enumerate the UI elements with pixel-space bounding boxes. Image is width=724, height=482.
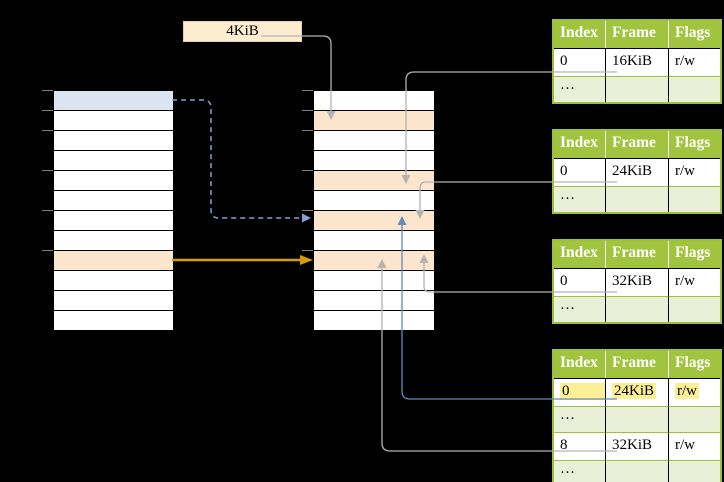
- tick-mark-left: [42, 110, 53, 111]
- table-cell: r/w: [668, 432, 720, 460]
- table-cell: 0: [554, 158, 605, 186]
- table-row: [54, 151, 173, 171]
- tick-mark-left: [42, 130, 53, 131]
- virtual-memory-table: [53, 90, 174, 331]
- header-cell-index: Index: [554, 241, 605, 268]
- ellipsis-cell: [668, 296, 720, 322]
- dashed-arrow-left-row0-to-mid-row6: [172, 99, 302, 219]
- header-cell-frame: Frame: [605, 351, 668, 378]
- table-row: [54, 311, 173, 330]
- header-cell-frame: Frame: [605, 21, 668, 48]
- tick-mark-left: [42, 170, 53, 171]
- header-cell-flags: Flags: [668, 131, 720, 158]
- table-row: [314, 91, 434, 111]
- ellipsis-cell: [668, 76, 720, 102]
- tick-mark-middle: [302, 130, 313, 131]
- ellipsis-cell: …: [554, 296, 605, 322]
- table-row: [314, 131, 434, 151]
- tick-mark-left: [42, 90, 53, 91]
- arrowhead-right-row6: [302, 213, 311, 223]
- ellipsis-cell: [605, 460, 668, 482]
- table-row: [314, 231, 434, 251]
- tick-mark-left: [42, 210, 53, 211]
- ellipsis-cell: [605, 296, 668, 322]
- table-row-blue: [54, 91, 173, 111]
- table-cell: 0: [554, 268, 605, 296]
- table-cell: 16KiB: [605, 48, 668, 76]
- table-row: [314, 191, 434, 211]
- table-row: [54, 271, 173, 291]
- table-row: [54, 291, 173, 311]
- table-cell: r/w: [668, 158, 720, 186]
- ellipsis-cell: …: [554, 186, 605, 212]
- table-cell: r/w: [668, 378, 720, 406]
- header-cell-frame: Frame: [605, 241, 668, 268]
- table-row-orange: [314, 111, 434, 131]
- header-cell-flags: Flags: [668, 241, 720, 268]
- table-row: [54, 111, 173, 131]
- ellipsis-cell: …: [554, 406, 605, 432]
- ellipsis-cell: [605, 186, 668, 212]
- highlighted-value: 24KiB: [612, 383, 657, 399]
- header-cell-flags: Flags: [668, 21, 720, 48]
- table-row-orange: [54, 251, 173, 271]
- ellipsis-cell: …: [554, 460, 605, 482]
- table-row-orange: [314, 251, 434, 271]
- tick-mark-middle: [302, 110, 313, 111]
- table-row: [54, 211, 173, 231]
- tick-mark-middle: [302, 90, 313, 91]
- table-cell: 24KiB: [605, 378, 668, 406]
- table-row: [54, 131, 173, 151]
- tick-mark-middle: [302, 250, 313, 251]
- highlighted-value: r/w: [675, 383, 699, 399]
- table-cell: 0: [554, 378, 605, 406]
- header-cell-index: Index: [554, 351, 605, 378]
- table-cell: 32KiB: [605, 432, 668, 460]
- header-cell-index: Index: [554, 131, 605, 158]
- table-row: [54, 231, 173, 251]
- tick-mark-middle: [302, 170, 313, 171]
- table-row: [314, 271, 434, 291]
- table-row: [314, 291, 434, 311]
- table-row: [314, 151, 434, 171]
- ellipsis-cell: …: [554, 76, 605, 102]
- highlighted-value: 0: [560, 383, 605, 400]
- table-row-orange: [314, 211, 434, 231]
- ellipsis-cell: [668, 186, 720, 212]
- page-directory-table: [313, 90, 435, 331]
- table-row: [314, 311, 434, 330]
- ellipsis-cell: [605, 406, 668, 432]
- table-row-orange: [314, 171, 434, 191]
- table-cell: r/w: [668, 268, 720, 296]
- header-cell-index: Index: [554, 21, 605, 48]
- header-cell-frame: Frame: [605, 131, 668, 158]
- arrowhead-right-row8: [300, 255, 313, 265]
- table-cell: 0: [554, 48, 605, 76]
- table-row: [54, 171, 173, 191]
- table-cell: 24KiB: [605, 158, 668, 186]
- tick-mark-left: [42, 250, 53, 251]
- page-size-label: 4KiB: [183, 21, 302, 42]
- table-row: [54, 191, 173, 211]
- table-cell: 8: [554, 432, 605, 460]
- ellipsis-cell: [605, 76, 668, 102]
- header-cell-flags: Flags: [668, 351, 720, 378]
- tick-mark-middle: [302, 210, 313, 211]
- table-cell: 32KiB: [605, 268, 668, 296]
- ellipsis-cell: [668, 460, 720, 482]
- ellipsis-cell: [668, 406, 720, 432]
- table-cell: r/w: [668, 48, 720, 76]
